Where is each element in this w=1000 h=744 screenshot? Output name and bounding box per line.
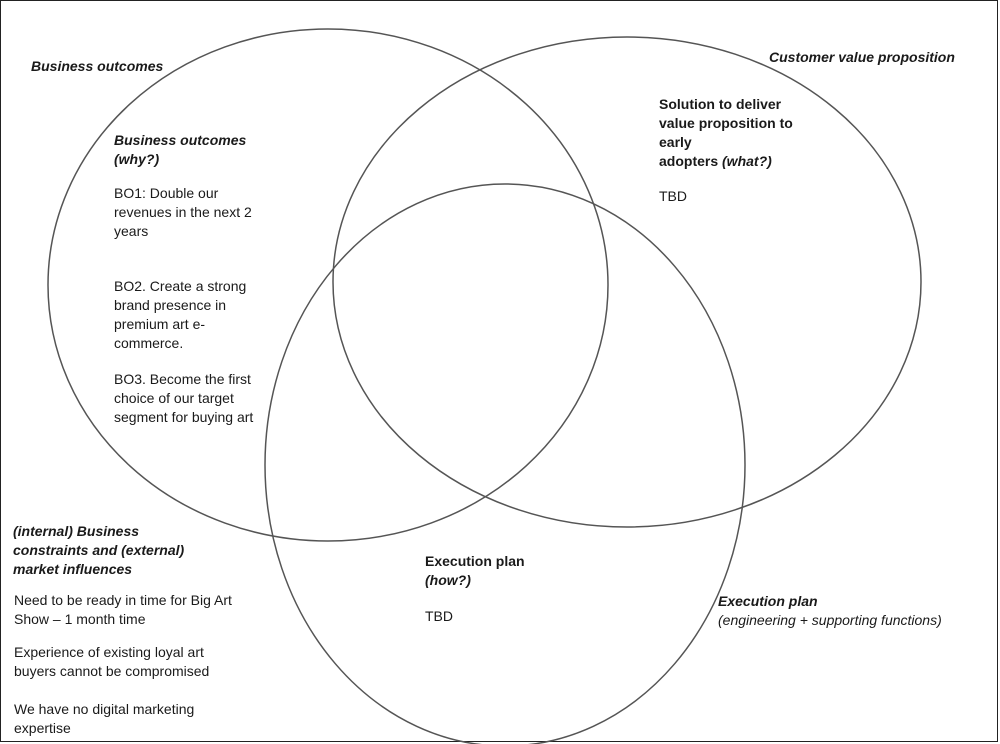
constraint-item-2: Experience of existing loyal art buyers … bbox=[14, 643, 209, 681]
business-outcomes-heading: Business outcomes (why?) bbox=[114, 131, 246, 169]
bo3-line: BO3. Become the first bbox=[114, 371, 251, 387]
execution-plan-circle bbox=[264, 183, 746, 744]
execution-plan-label: Execution plan (engineering + supporting… bbox=[718, 592, 942, 630]
constraints-label: (internal) Business constraints and (ext… bbox=[13, 522, 184, 579]
solution-heading-line: value proposition to bbox=[659, 115, 793, 131]
execution-plan-label-sub: (engineering + supporting functions) bbox=[718, 612, 942, 628]
constraint-line: expertise bbox=[14, 720, 71, 736]
execution-heading-line: Execution plan bbox=[425, 553, 525, 569]
bo1-line: revenues in the next 2 bbox=[114, 204, 252, 220]
constraint-line: We have no digital marketing bbox=[14, 701, 195, 717]
constraints-label-line: market influences bbox=[13, 561, 133, 577]
business-outcomes-label: Business outcomes bbox=[31, 58, 164, 74]
solution-heading-line: early bbox=[659, 134, 692, 150]
solution-heading: Solution to deliver value proposition to… bbox=[659, 95, 793, 171]
solution-heading-line: Solution to deliver bbox=[659, 96, 782, 112]
execution-heading-line: (how?) bbox=[425, 572, 471, 588]
business-outcomes-circle bbox=[47, 28, 609, 542]
business-outcomes-heading-line: Business outcomes bbox=[114, 132, 247, 148]
bo2-line: commerce. bbox=[114, 335, 184, 351]
bo2-line: BO2. Create a strong bbox=[114, 278, 247, 294]
business-outcomes-heading-line: (why?) bbox=[114, 151, 160, 167]
bo3-line: segment for buying art bbox=[114, 409, 254, 425]
constraint-line: Need to be ready in time for Big Art bbox=[14, 592, 232, 608]
solution-value: TBD bbox=[659, 188, 687, 204]
constraint-item-1: Need to be ready in time for Big Art Sho… bbox=[14, 591, 232, 629]
solution-heading-line: adopters (what?) bbox=[659, 152, 793, 171]
execution-value: TBD bbox=[425, 608, 453, 624]
bo3-text: BO3. Become the first choice of our targ… bbox=[114, 370, 253, 427]
bo3-line: choice of our target bbox=[114, 390, 234, 406]
bo1-line: years bbox=[114, 223, 149, 239]
execution-plan-label-title: Execution plan bbox=[718, 593, 818, 609]
bo2-line: brand presence in bbox=[114, 297, 227, 313]
customer-value-proposition-label: Customer value proposition bbox=[769, 49, 955, 65]
constraint-line: Show – 1 month time bbox=[14, 611, 146, 627]
execution-heading: Execution plan (how?) bbox=[425, 552, 525, 590]
constraint-item-3: We have no digital marketing expertise bbox=[14, 700, 194, 738]
bo2-line: premium art e- bbox=[114, 316, 206, 332]
constraints-label-line: (internal) Business bbox=[13, 523, 140, 539]
customer-value-circle bbox=[332, 36, 922, 528]
constraint-line: buyers cannot be compromised bbox=[14, 663, 210, 679]
constraints-label-line: constraints and (external) bbox=[13, 542, 185, 558]
solution-adopters: adopters bbox=[659, 153, 719, 169]
constraint-line: Experience of existing loyal art bbox=[14, 644, 204, 660]
solution-what: (what?) bbox=[722, 153, 772, 169]
bo2-text: BO2. Create a strong brand presence in p… bbox=[114, 277, 246, 353]
bo1-text: BO1: Double our revenues in the next 2 y… bbox=[114, 184, 252, 241]
bo1-line: BO1: Double our bbox=[114, 185, 219, 201]
